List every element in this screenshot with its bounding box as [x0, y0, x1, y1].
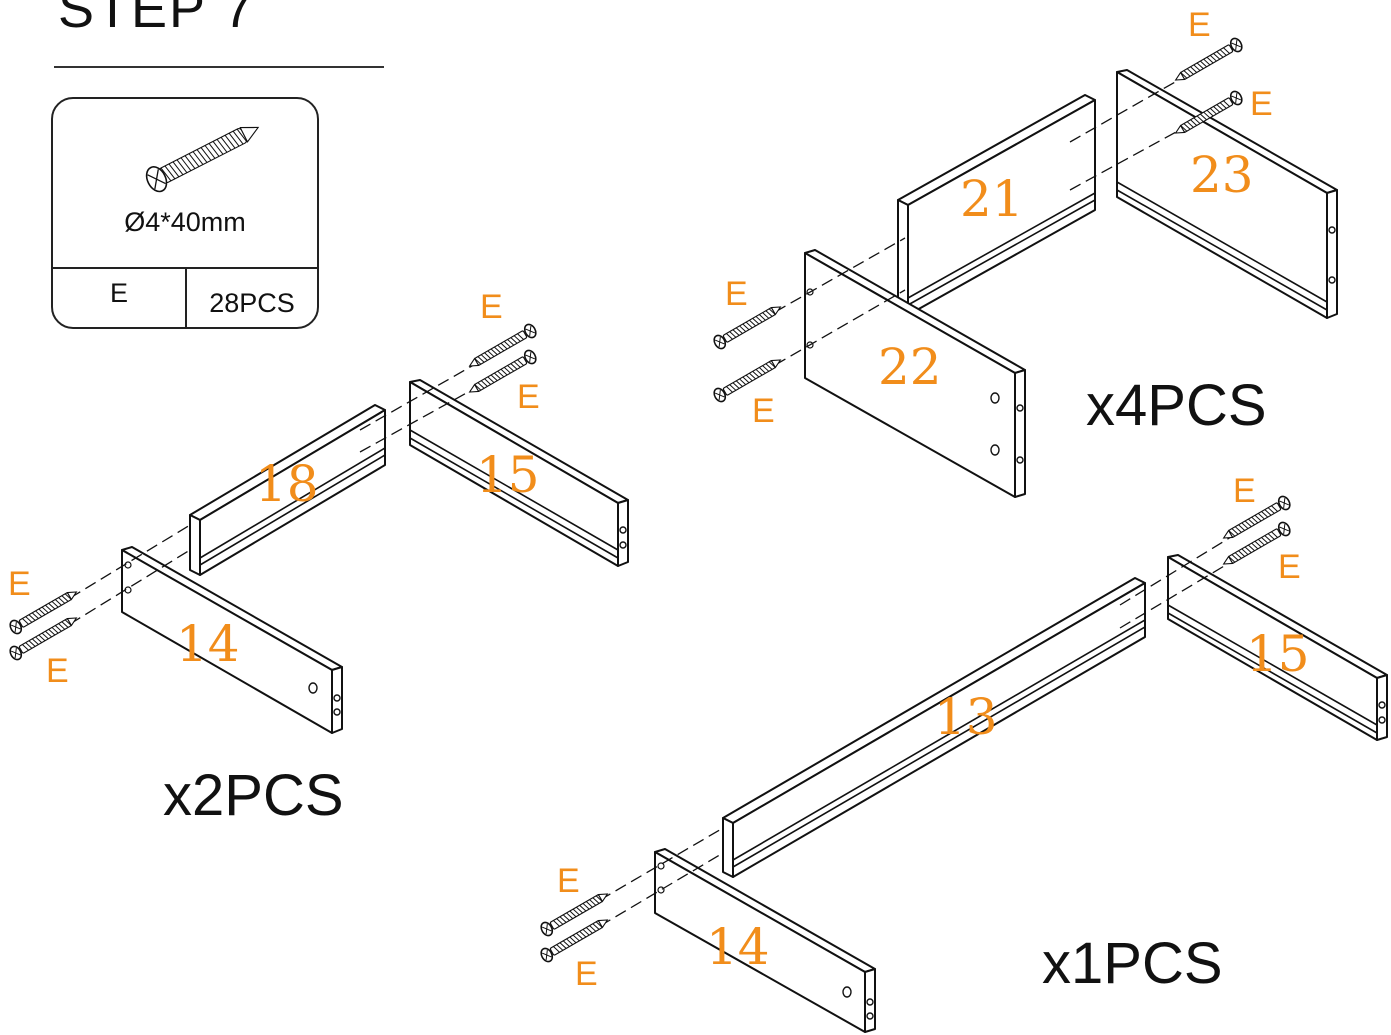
assembly-1-drawing — [9, 323, 629, 734]
screw-label: E — [517, 378, 540, 416]
assembly-3-drawing — [540, 495, 1388, 1033]
screw-label: E — [1188, 6, 1211, 44]
screw-label: E — [8, 565, 31, 603]
screw-icon — [145, 126, 260, 193]
assembly-2-drawing — [713, 37, 1338, 498]
panel-15-a — [409, 379, 629, 567]
part-number-14: 14 — [176, 615, 240, 673]
screw-label: E — [752, 392, 775, 430]
part-number-21: 21 — [960, 170, 1024, 228]
screw-icon — [1174, 90, 1243, 134]
screw-icon — [713, 359, 782, 403]
screw-icon — [1222, 495, 1291, 539]
screw-label: E — [1278, 548, 1301, 586]
screw-label: E — [46, 652, 69, 690]
screw-icon — [1174, 37, 1243, 81]
screw-label: E — [1250, 85, 1273, 123]
panel-14-a — [121, 546, 343, 734]
screw-icon — [468, 349, 537, 393]
assembly-3-quantity: x1PCS — [1042, 931, 1223, 996]
screw-icon — [1222, 521, 1291, 565]
part-number-15: 15 — [476, 446, 540, 504]
panel-22 — [804, 249, 1026, 498]
part-number-22: 22 — [878, 338, 942, 396]
screw-icon — [9, 617, 78, 661]
title-underline — [54, 66, 384, 68]
screw-icon — [540, 893, 609, 937]
screw-icon — [713, 306, 782, 350]
screw-size-label: Ø4*40mm — [124, 207, 246, 237]
step-title: STEP 7 — [58, 0, 256, 39]
part-number-14: 14 — [706, 918, 770, 976]
screw-icon — [540, 919, 609, 963]
part-number-18: 18 — [255, 455, 319, 513]
hardware-code: E — [53, 269, 187, 327]
hardware-legend-box: Ø4*40mm E 28PCS — [51, 97, 319, 329]
panel-13 — [722, 577, 1146, 878]
screw-label: E — [575, 955, 598, 993]
assembly-2-quantity: x4PCS — [1086, 373, 1267, 438]
part-number-23: 23 — [1190, 146, 1254, 204]
screw-label: E — [557, 862, 580, 900]
assembly-1-quantity: x2PCS — [163, 763, 344, 828]
screw-icon — [9, 591, 78, 635]
screw-label: E — [1233, 472, 1256, 510]
panel-18 — [189, 404, 386, 576]
hardware-code-row: E 28PCS — [53, 267, 317, 327]
part-number-15: 15 — [1246, 625, 1310, 683]
hardware-quantity: 28PCS — [209, 287, 295, 318]
panel-23 — [1116, 69, 1338, 319]
screw-label: E — [725, 275, 748, 313]
part-number-13: 13 — [934, 688, 998, 746]
panel-15-b — [1167, 554, 1388, 741]
screw-icon — [468, 323, 537, 367]
screw-label: E — [480, 288, 503, 326]
